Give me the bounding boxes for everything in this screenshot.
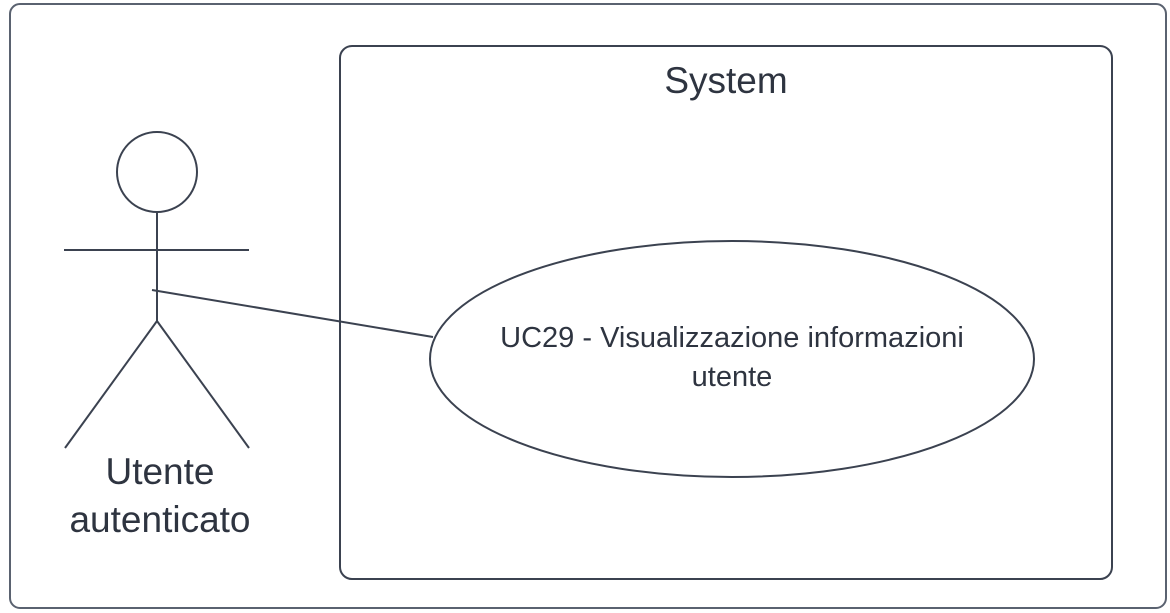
actor-name-line-2: autenticato	[69, 499, 251, 540]
use-case-label: UC29 - Visualizzazione informazioni uten…	[432, 319, 1032, 397]
use-case-label-line-1: UC29 - Visualizzazione informazioni	[500, 322, 964, 354]
actor-left-leg	[64, 320, 158, 449]
system-boundary[interactable]	[339, 45, 1113, 580]
use-case-label-line-2: utente	[691, 361, 773, 393]
actor-name: Utente autenticato	[40, 448, 280, 544]
actor-name-line-1: Utente	[105, 451, 215, 492]
association-line[interactable]	[151, 289, 434, 338]
system-title: System	[664, 60, 788, 101]
use-case-ellipse[interactable]	[429, 240, 1035, 478]
actor-stick-figure[interactable]	[64, 131, 250, 449]
diagram-frame	[9, 3, 1167, 609]
actor-right-leg	[156, 320, 250, 449]
